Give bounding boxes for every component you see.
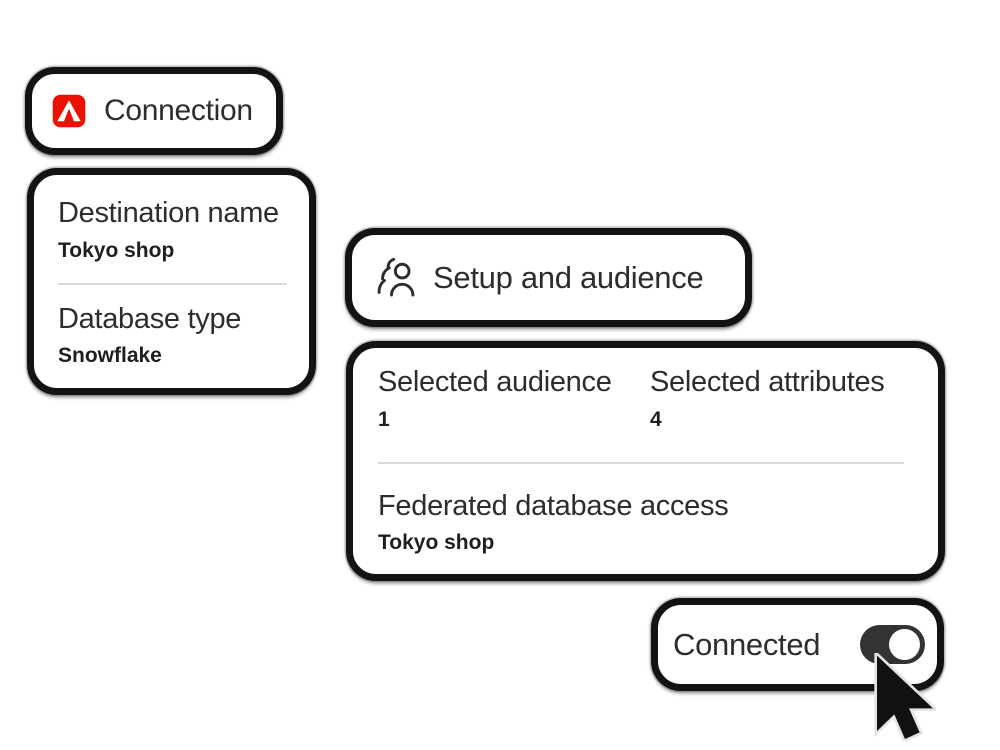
selected-attributes-value: 4: [650, 407, 662, 431]
divider: [378, 461, 904, 464]
database-type-value: Snowflake: [58, 344, 162, 368]
connection-details-card: Destination name Tokyo shop Database typ…: [27, 168, 316, 395]
divider: [58, 282, 287, 285]
federated-access-field: Federated database access Tokyo shop: [378, 490, 904, 556]
destination-name-value: Tokyo shop: [58, 238, 175, 262]
selected-audience-label: Selected audience: [378, 366, 612, 398]
selected-audience-value: 1: [378, 407, 390, 431]
setup-details-card: Selected audience 1 Selected attributes …: [346, 341, 945, 581]
database-type-field: Database type Snowflake: [58, 303, 287, 369]
destination-name-label: Destination name: [58, 197, 279, 229]
connected-toggle[interactable]: [860, 625, 925, 664]
setup-title: Setup and audience: [433, 259, 704, 295]
adobe-logo-icon: [52, 94, 86, 128]
audience-icon: [377, 257, 415, 297]
mouse-cursor-icon: [874, 653, 936, 741]
federated-access-value: Tokyo shop: [378, 531, 495, 555]
connection-title: Connection: [104, 94, 253, 127]
connected-label: Connected: [673, 626, 821, 662]
selected-attributes-stat: Selected attributes 4: [650, 366, 904, 432]
federated-access-label: Federated database access: [378, 489, 729, 522]
database-type-label: Database type: [58, 302, 242, 335]
stats-row: Selected audience 1 Selected attributes …: [378, 366, 904, 432]
selected-attributes-label: Selected attributes: [650, 366, 885, 398]
connected-status-card: Connected: [651, 598, 944, 691]
setup-step-card: Setup and audience: [345, 228, 752, 327]
connection-step-card: Connection: [25, 67, 283, 155]
toggle-knob-icon: [889, 629, 920, 660]
destination-name-field: Destination name Tokyo shop: [58, 197, 287, 263]
selected-audience-stat: Selected audience 1: [378, 366, 650, 432]
